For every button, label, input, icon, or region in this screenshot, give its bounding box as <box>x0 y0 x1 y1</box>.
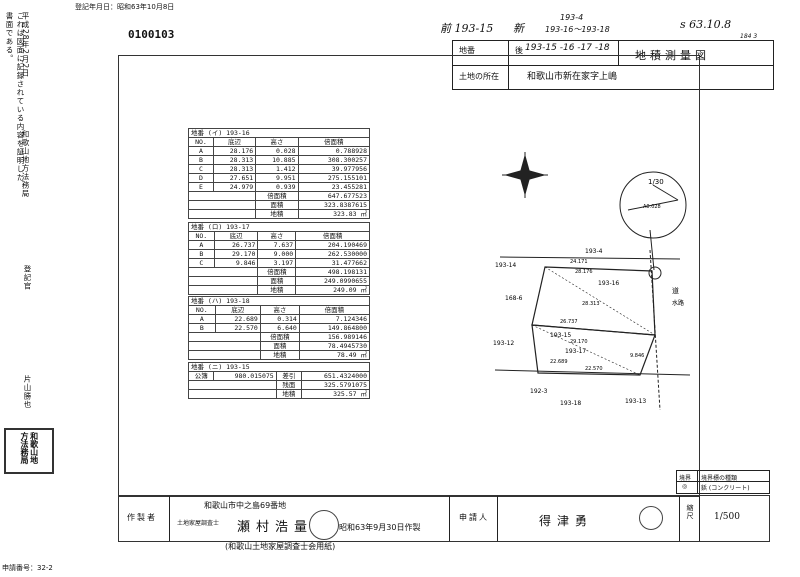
registration-date: 登記年月日：昭和63年10月8日 <box>75 3 175 11</box>
author-address: 和歌山市中之島69番地 <box>204 501 287 510</box>
registrar-label: 登記官 <box>23 265 32 291</box>
legend-box: 境界 境界標の種類 ◎ 鋲 (コンクリート) <box>676 470 770 494</box>
table-lot: 地番 (ニ) 193-15 <box>188 362 370 372</box>
label-193-16: 193-16 <box>598 280 619 287</box>
cert-date: 平成28年2月2日 <box>21 12 30 78</box>
label-193-14: 193-14 <box>495 262 516 269</box>
label-193-15: 193-15 <box>550 332 571 339</box>
legend-col2: 境界標の種類 <box>701 475 738 482</box>
legend-symbol: ◎ <box>682 483 688 490</box>
applicant-label: 申請人 <box>459 513 489 522</box>
leader-line <box>649 230 655 270</box>
label-waterway: 水路 <box>672 299 684 307</box>
dim-7: 22.570 <box>585 366 603 372</box>
label-192-3: 192-3 <box>530 388 548 395</box>
new-note-top: 193-4 <box>560 13 584 22</box>
table-lot: 地番 (ロ) 193-17 <box>188 222 370 232</box>
applicant-stamp <box>639 506 663 530</box>
table-lot: 地番 (イ) 193-16 <box>188 128 370 138</box>
label-193-4: 193-4 <box>585 248 603 255</box>
dim-5: 29.170 <box>570 339 588 345</box>
dim-4: 26.737 <box>560 319 578 325</box>
date-sub: 184 3 <box>740 33 758 40</box>
old-lot-note: 前 193-15 <box>440 22 494 35</box>
dim-3: 28.313 <box>582 301 600 307</box>
lot-label: 地番 <box>459 46 475 55</box>
author-title: 土地家屋調査士 <box>177 520 220 527</box>
new-note: 193-16〜193-18 <box>545 25 610 34</box>
made-date: 昭和63年9月30日作製 <box>339 523 421 532</box>
date-note: s 63.10.8 <box>680 18 732 31</box>
scale-value: 1/500 <box>714 512 740 522</box>
location-value: 和歌山市新在家字上嶋 <box>527 72 618 82</box>
label-193-18: 193-18 <box>560 400 581 407</box>
application-number: 申請番号：32-2 <box>2 564 53 572</box>
document-number: 0100103 <box>128 28 175 41</box>
north-arrow-icon <box>502 152 548 198</box>
author-label: 作製者 <box>127 513 157 522</box>
title-block: 地番 後 193-15 -16 -17 -18 地積測量図 土地の所在 和歌山市… <box>452 40 774 90</box>
drawing-frame <box>118 55 700 497</box>
label-193-17: 193-17 <box>565 348 586 355</box>
applicant-name: 得津勇 <box>539 514 594 528</box>
label-168-6: 168-6 <box>505 295 523 302</box>
dim-1: 24.171 <box>570 259 588 265</box>
dim-8: 9.846 <box>630 353 644 359</box>
scale-label: 縮尺 <box>686 504 694 520</box>
author-name: 瀬村浩量 <box>237 520 314 535</box>
dim-6: 22.689 <box>550 359 568 365</box>
footer-block: 作製者 和歌山市中之島69番地 土地家屋調査士 瀬村浩量 昭和63年9月30日作… <box>118 495 770 542</box>
label-193-12: 193-12 <box>493 340 514 347</box>
detail-scale: 1/30 <box>648 178 664 186</box>
detail-dim: A0.028 <box>643 204 661 210</box>
author-stamp <box>309 510 339 540</box>
label-193-13: 193-13 <box>625 398 646 405</box>
location-label: 土地の所在 <box>459 72 499 81</box>
table-lot: 地番 (ハ) 193-18 <box>188 296 370 306</box>
official-seal: 和歌山地方法務局 <box>4 428 54 474</box>
dim-2: 28.176 <box>575 269 593 275</box>
registrar-name: 片山勝也 <box>23 375 32 409</box>
legend-text: 鋲 (コンクリート) <box>701 485 750 492</box>
lot-after-label: 後 <box>515 46 523 55</box>
lot-value: 193-15 -16 -17 -18 <box>525 43 610 53</box>
office-name: 和歌山地方法務局 <box>21 130 30 198</box>
new-label: 新 <box>513 22 524 35</box>
detail-circle: 1/30 A0.028 <box>619 171 687 239</box>
label-road: 道 <box>672 286 679 295</box>
survey-plot: 193-4 193-14 193-16 193-12 193-15 193-17… <box>493 248 691 411</box>
paper-note: (和歌山土地家屋調査士会用紙) <box>225 542 336 551</box>
cert-text: これは図面に記録されている内容を証明した書面である。 <box>5 12 25 182</box>
legend-col1: 境界 <box>679 475 692 482</box>
